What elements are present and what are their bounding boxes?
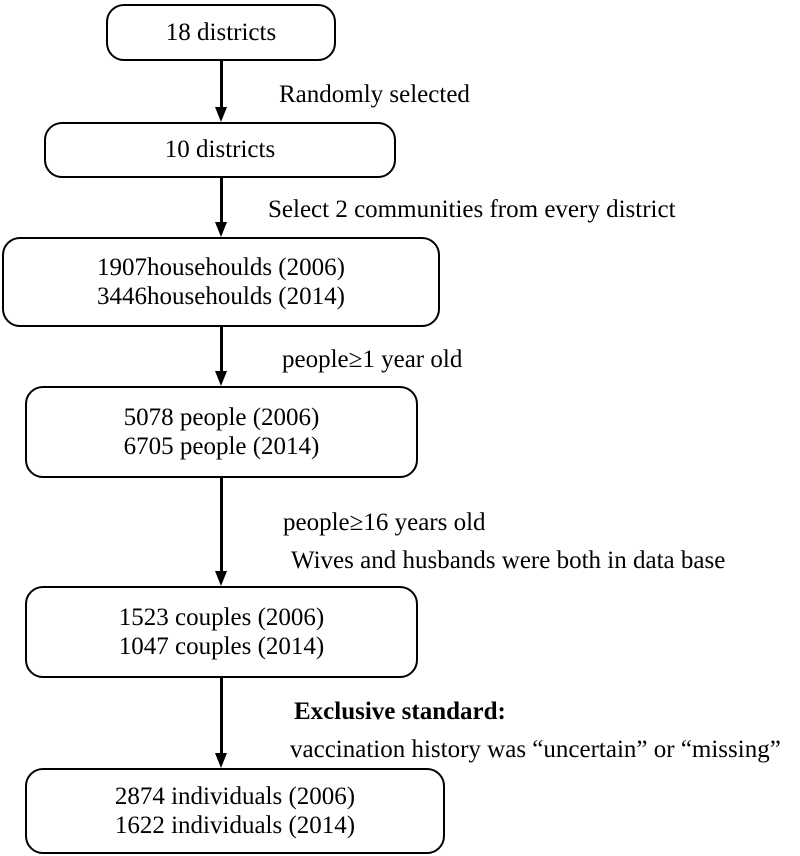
arrow-head-icon [215,222,227,237]
node-line: 1047 couples (2014) [118,633,325,660]
edge-label-age-16: people≥16 years old [283,509,486,536]
edge-label-randomly-selected: Randomly selected [279,81,470,108]
edge-label-select-communities: Select 2 communities from every district [268,196,676,223]
edge-label-exclusive-standard: Exclusive standard: [294,698,506,725]
arrow-head-icon [215,107,227,122]
arrow-stem [219,478,223,573]
edge-label-wives-husbands: Wives and husbands were both in data bas… [291,547,726,574]
node-line: 18 districts [165,18,277,46]
flow-arrow-2 [215,178,228,237]
flow-node-individuals: 2874 individuals (2006) 1622 individuals… [25,768,445,854]
node-line: 2874 individuals (2006) [114,782,356,810]
arrow-stem [219,61,223,109]
flow-arrow-5 [215,678,228,768]
node-line: 10 districts [164,136,276,164]
node-line: 6705 people (2014) [123,433,320,460]
flow-node-18-districts: 18 districts [106,4,336,61]
node-line: 5078 people (2006) [123,403,320,431]
flow-arrow-1 [215,61,228,122]
arrow-head-icon [215,571,227,586]
node-line: 1523 couples (2006) [118,603,325,631]
arrow-head-icon [215,753,227,768]
flow-node-households: 1907househoulds (2006) 3446househoulds (… [2,237,440,327]
edge-label-age-1: people≥1 year old [282,346,463,373]
flow-arrow-3 [215,327,228,386]
flow-node-couples: 1523 couples (2006) 1047 couples (2014) [25,586,418,678]
node-line: 1622 individuals (2014) [114,812,356,839]
node-line: 3446househoulds (2014) [97,283,345,310]
arrow-stem [219,678,223,755]
flow-node-people: 5078 people (2006) 6705 people (2014) [25,386,418,478]
arrow-stem [219,178,223,224]
node-line: 1907househoulds (2006) [97,253,345,281]
arrow-head-icon [215,371,227,386]
flow-arrow-4 [215,478,228,586]
arrow-stem [219,327,223,373]
flow-node-10-districts: 10 districts [44,122,396,178]
edge-label-vaccination-history: vaccination history was “uncertain” or “… [290,736,781,763]
